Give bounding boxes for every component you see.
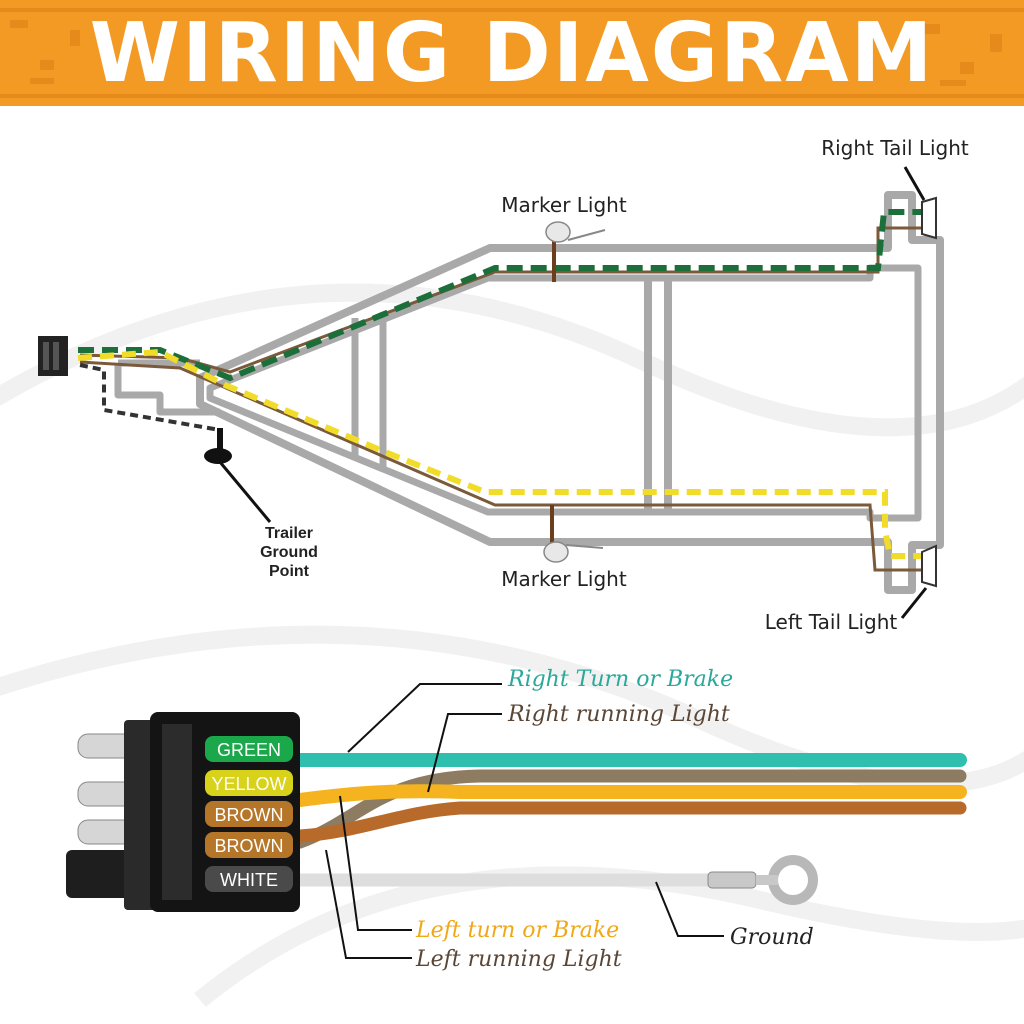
wire-tag-green: GREEN (205, 736, 293, 762)
trailer-wires (77, 209, 925, 572)
svg-text:GREEN: GREEN (217, 740, 281, 760)
left-tail-light-label: Left Tail Light (765, 610, 898, 634)
green-wire (78, 209, 925, 382)
ring-terminal-icon (707, 855, 818, 905)
connector-cables (293, 753, 967, 887)
marker-light-top-icon (545, 221, 606, 282)
background-watermark (0, 283, 1024, 1007)
trailer-ground-label-3: Point (269, 563, 310, 580)
white-ground-wire (79, 363, 221, 432)
yellow-cable (293, 784, 967, 807)
right-running-callout: Right running Light (507, 702, 730, 727)
right-turn-callout: Right Turn or Brake (507, 667, 733, 692)
header-banner: WIRING DIAGRAM (0, 0, 1024, 106)
wire-tag-brown-1: BROWN (205, 801, 293, 827)
trailer-ground-label-2: Ground (260, 544, 318, 561)
page-title: WIRING DIAGRAM (89, 6, 935, 101)
trailer-plug (38, 336, 68, 376)
marker-light-bottom-label: Marker Light (501, 567, 627, 591)
wire-tag-yellow: YELLOW (205, 770, 293, 796)
marker-light-top-label: Marker Light (501, 193, 627, 217)
marker-light-bottom-icon (543, 505, 604, 563)
trailer-ground-label-1: Trailer (265, 525, 313, 542)
ground-screw-icon (204, 428, 272, 523)
left-turn-callout: Left turn or Brake (415, 918, 619, 943)
svg-text:BROWN: BROWN (215, 805, 284, 825)
right-tail-light-icon (903, 166, 937, 240)
wire-tag-brown-2: BROWN (205, 832, 293, 858)
svg-text:BROWN: BROWN (215, 836, 284, 856)
header-texture (0, 8, 1024, 98)
yellow-wire (77, 348, 925, 559)
wire-tag-white: WHITE (205, 866, 293, 892)
left-running-callout: Left running Light (415, 947, 622, 972)
brown-wire-bottom (79, 360, 925, 572)
left-tail-light-icon (900, 544, 937, 619)
right-tail-light-label: Right Tail Light (821, 136, 969, 160)
svg-text:WHITE: WHITE (220, 870, 278, 890)
brown-cable (293, 801, 967, 843)
trailer-frame (114, 191, 944, 594)
callout-lines (325, 683, 724, 959)
svg-text:YELLOW: YELLOW (211, 774, 286, 794)
ground-callout: Ground (730, 925, 814, 950)
